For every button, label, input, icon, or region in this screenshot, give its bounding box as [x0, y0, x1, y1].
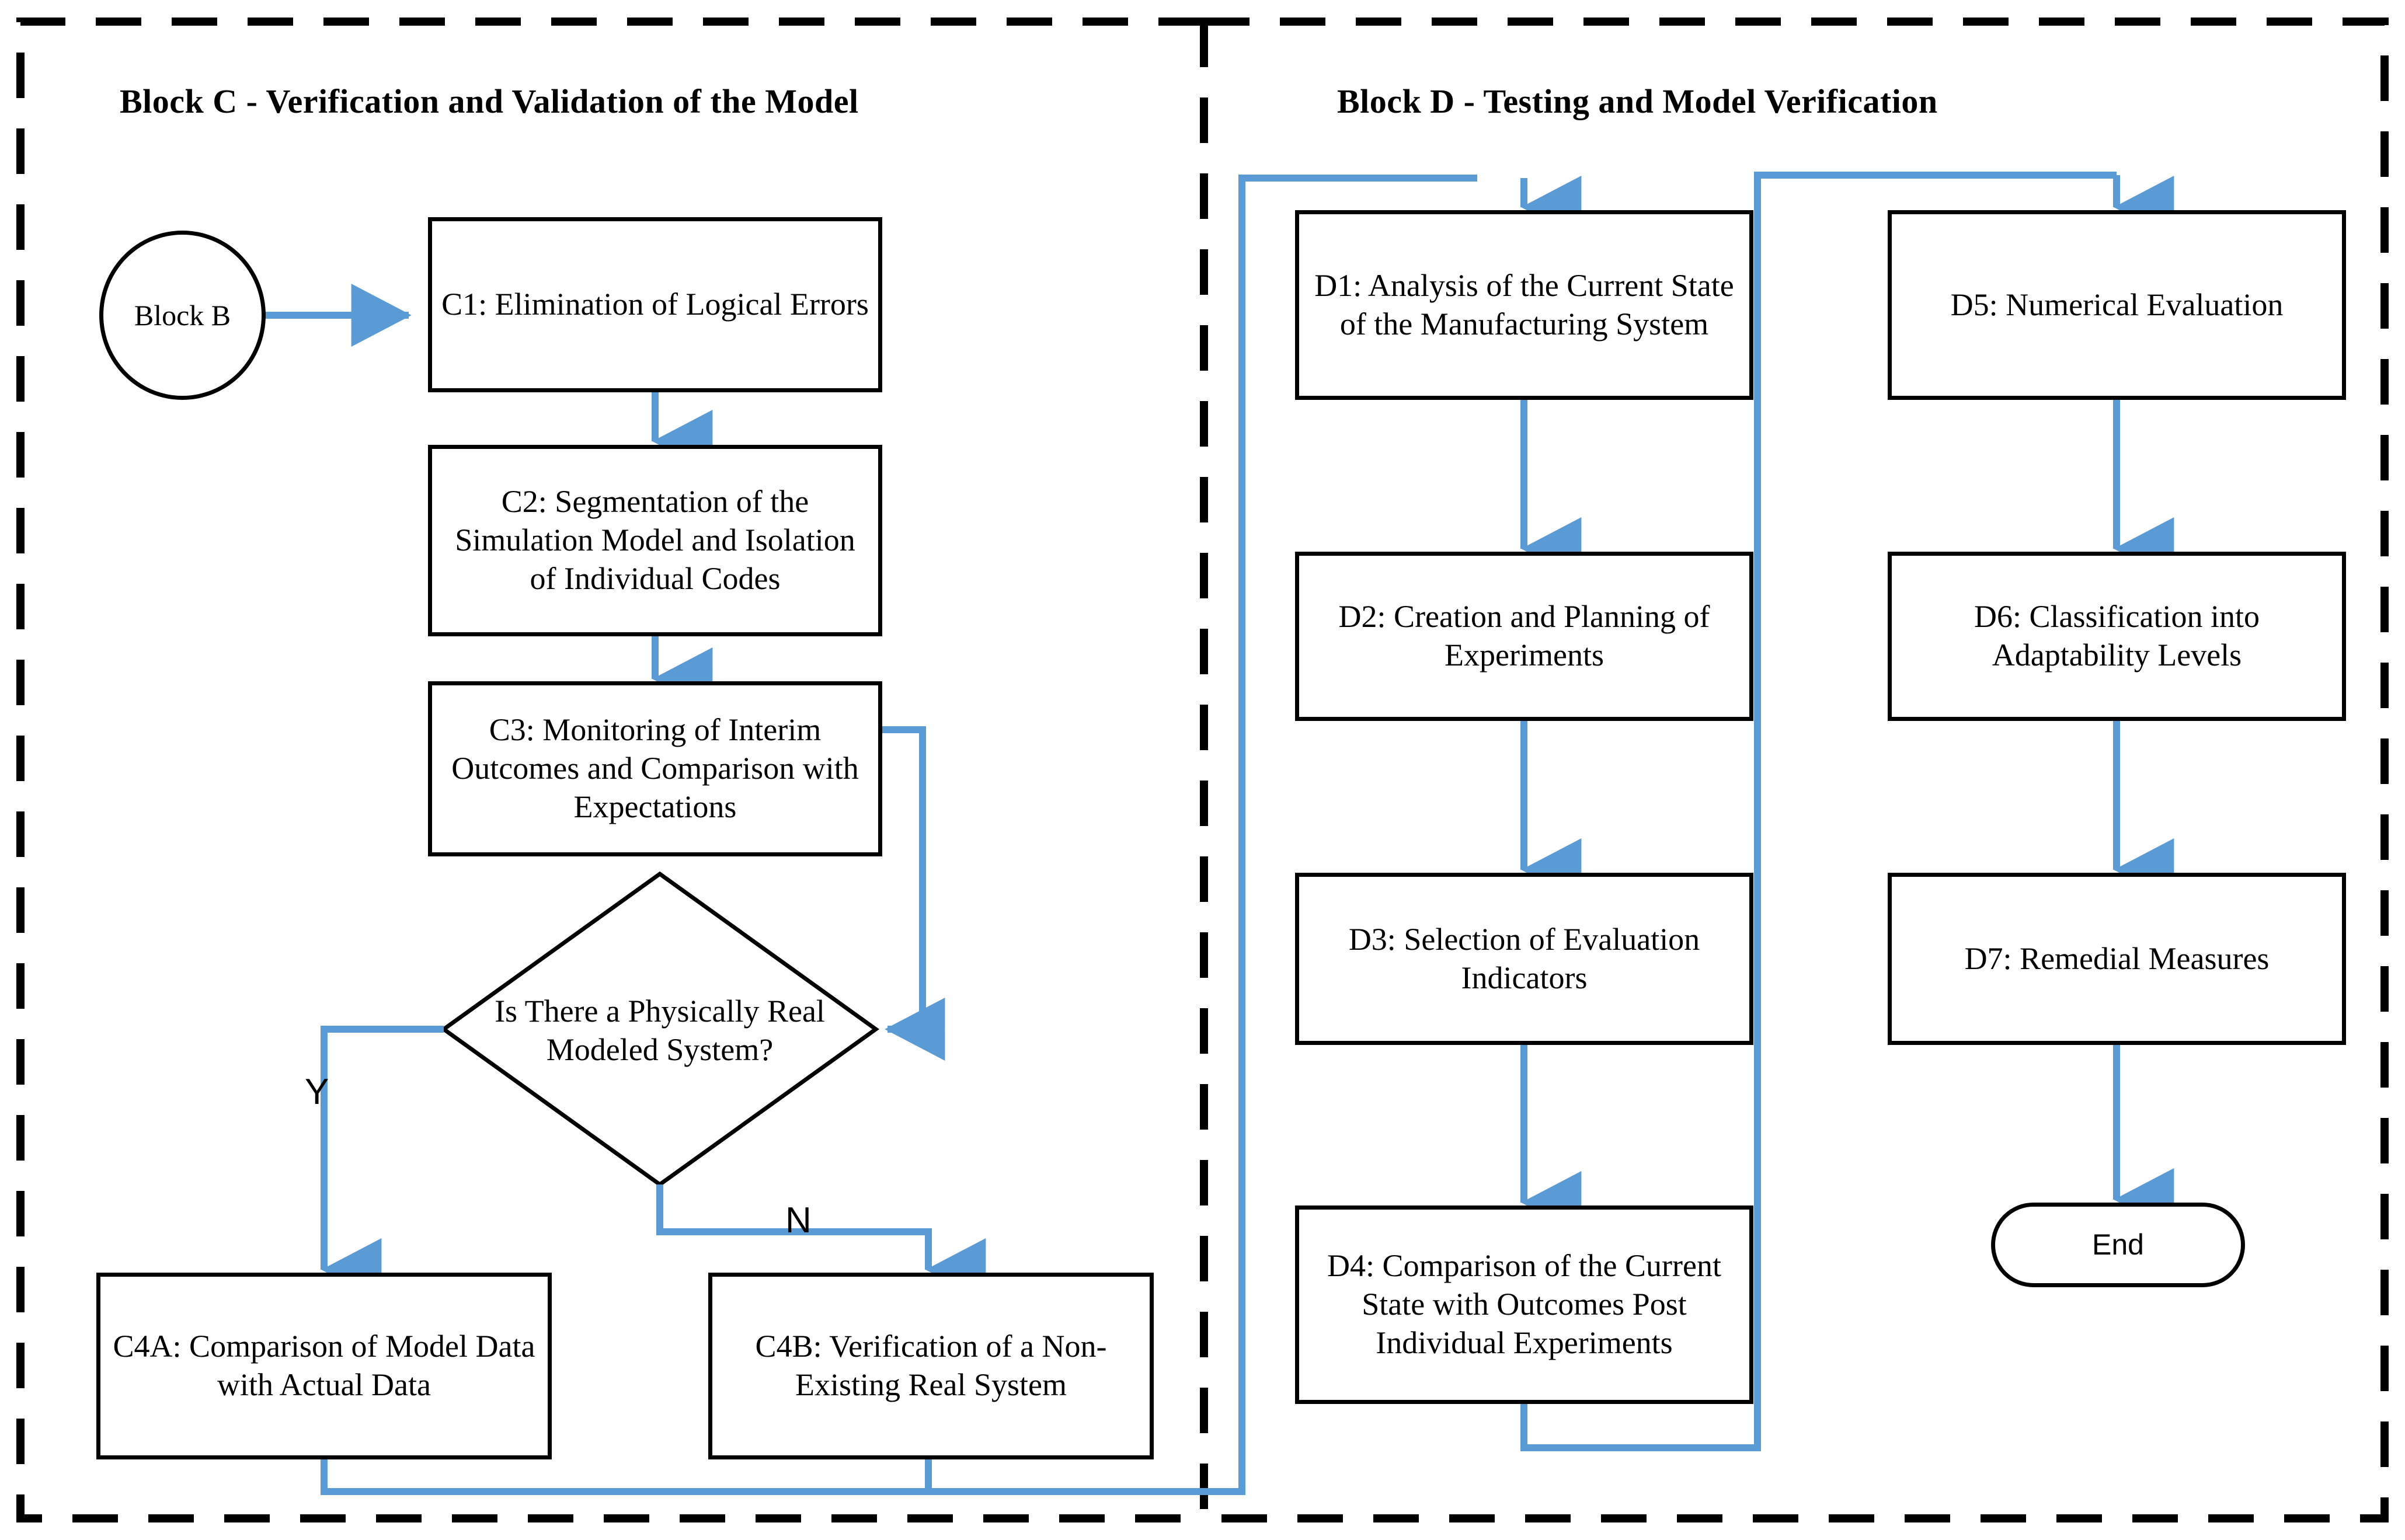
node-c1[interactable]: C1: Elimination of Logical Errors — [428, 217, 882, 392]
node-c4a[interactable]: C4A: Comparison of Model Data with Actua… — [96, 1273, 552, 1459]
edge-label-no: N — [785, 1200, 812, 1241]
block-c-title: Block C - Verification and Validation of… — [120, 82, 859, 120]
block-d-title: Block D - Testing and Model Verification — [1337, 82, 1938, 120]
node-d6[interactable]: D6: Classification into Adaptability Lev… — [1888, 552, 2346, 721]
node-end[interactable]: End — [1991, 1203, 2245, 1287]
block-d-frame — [1200, 18, 2389, 1522]
node-d5[interactable]: D5: Numerical Evaluation — [1888, 210, 2346, 400]
node-c4b[interactable]: C4B: Verification of a Non-Existing Real… — [708, 1273, 1154, 1459]
edge-decision-yes-to-c4a — [321, 1026, 444, 1301]
edge-c4-to-blockd — [321, 175, 1477, 1495]
node-d3[interactable]: D3: Selection of Evaluation Indicators — [1295, 873, 1753, 1045]
node-d4[interactable]: D4: Comparison of the Current State with… — [1295, 1205, 1753, 1404]
edge-label-yes: Y — [305, 1072, 329, 1112]
edge-decision-no-to-c4b — [656, 1184, 986, 1301]
node-d2[interactable]: D2: Creation and Planning of Experiments — [1295, 552, 1753, 721]
node-c3[interactable]: C3: Monitoring of Interim Outcomes and C… — [428, 681, 882, 856]
node-c2[interactable]: C2: Segmentation of the Simulation Model… — [428, 445, 882, 636]
node-d7[interactable]: D7: Remedial Measures — [1888, 873, 2346, 1045]
node-block-b[interactable]: Block B — [99, 231, 266, 400]
block-c-frame — [16, 18, 1204, 1522]
node-d1[interactable]: D1: Analysis of the Current State of the… — [1295, 210, 1753, 400]
edge-c3-to-decision — [876, 726, 945, 1061]
edge-d4-to-d5 — [1520, 172, 2117, 1451]
decision-label: Is There a Physically Real Modeled Syste… — [495, 994, 825, 1067]
